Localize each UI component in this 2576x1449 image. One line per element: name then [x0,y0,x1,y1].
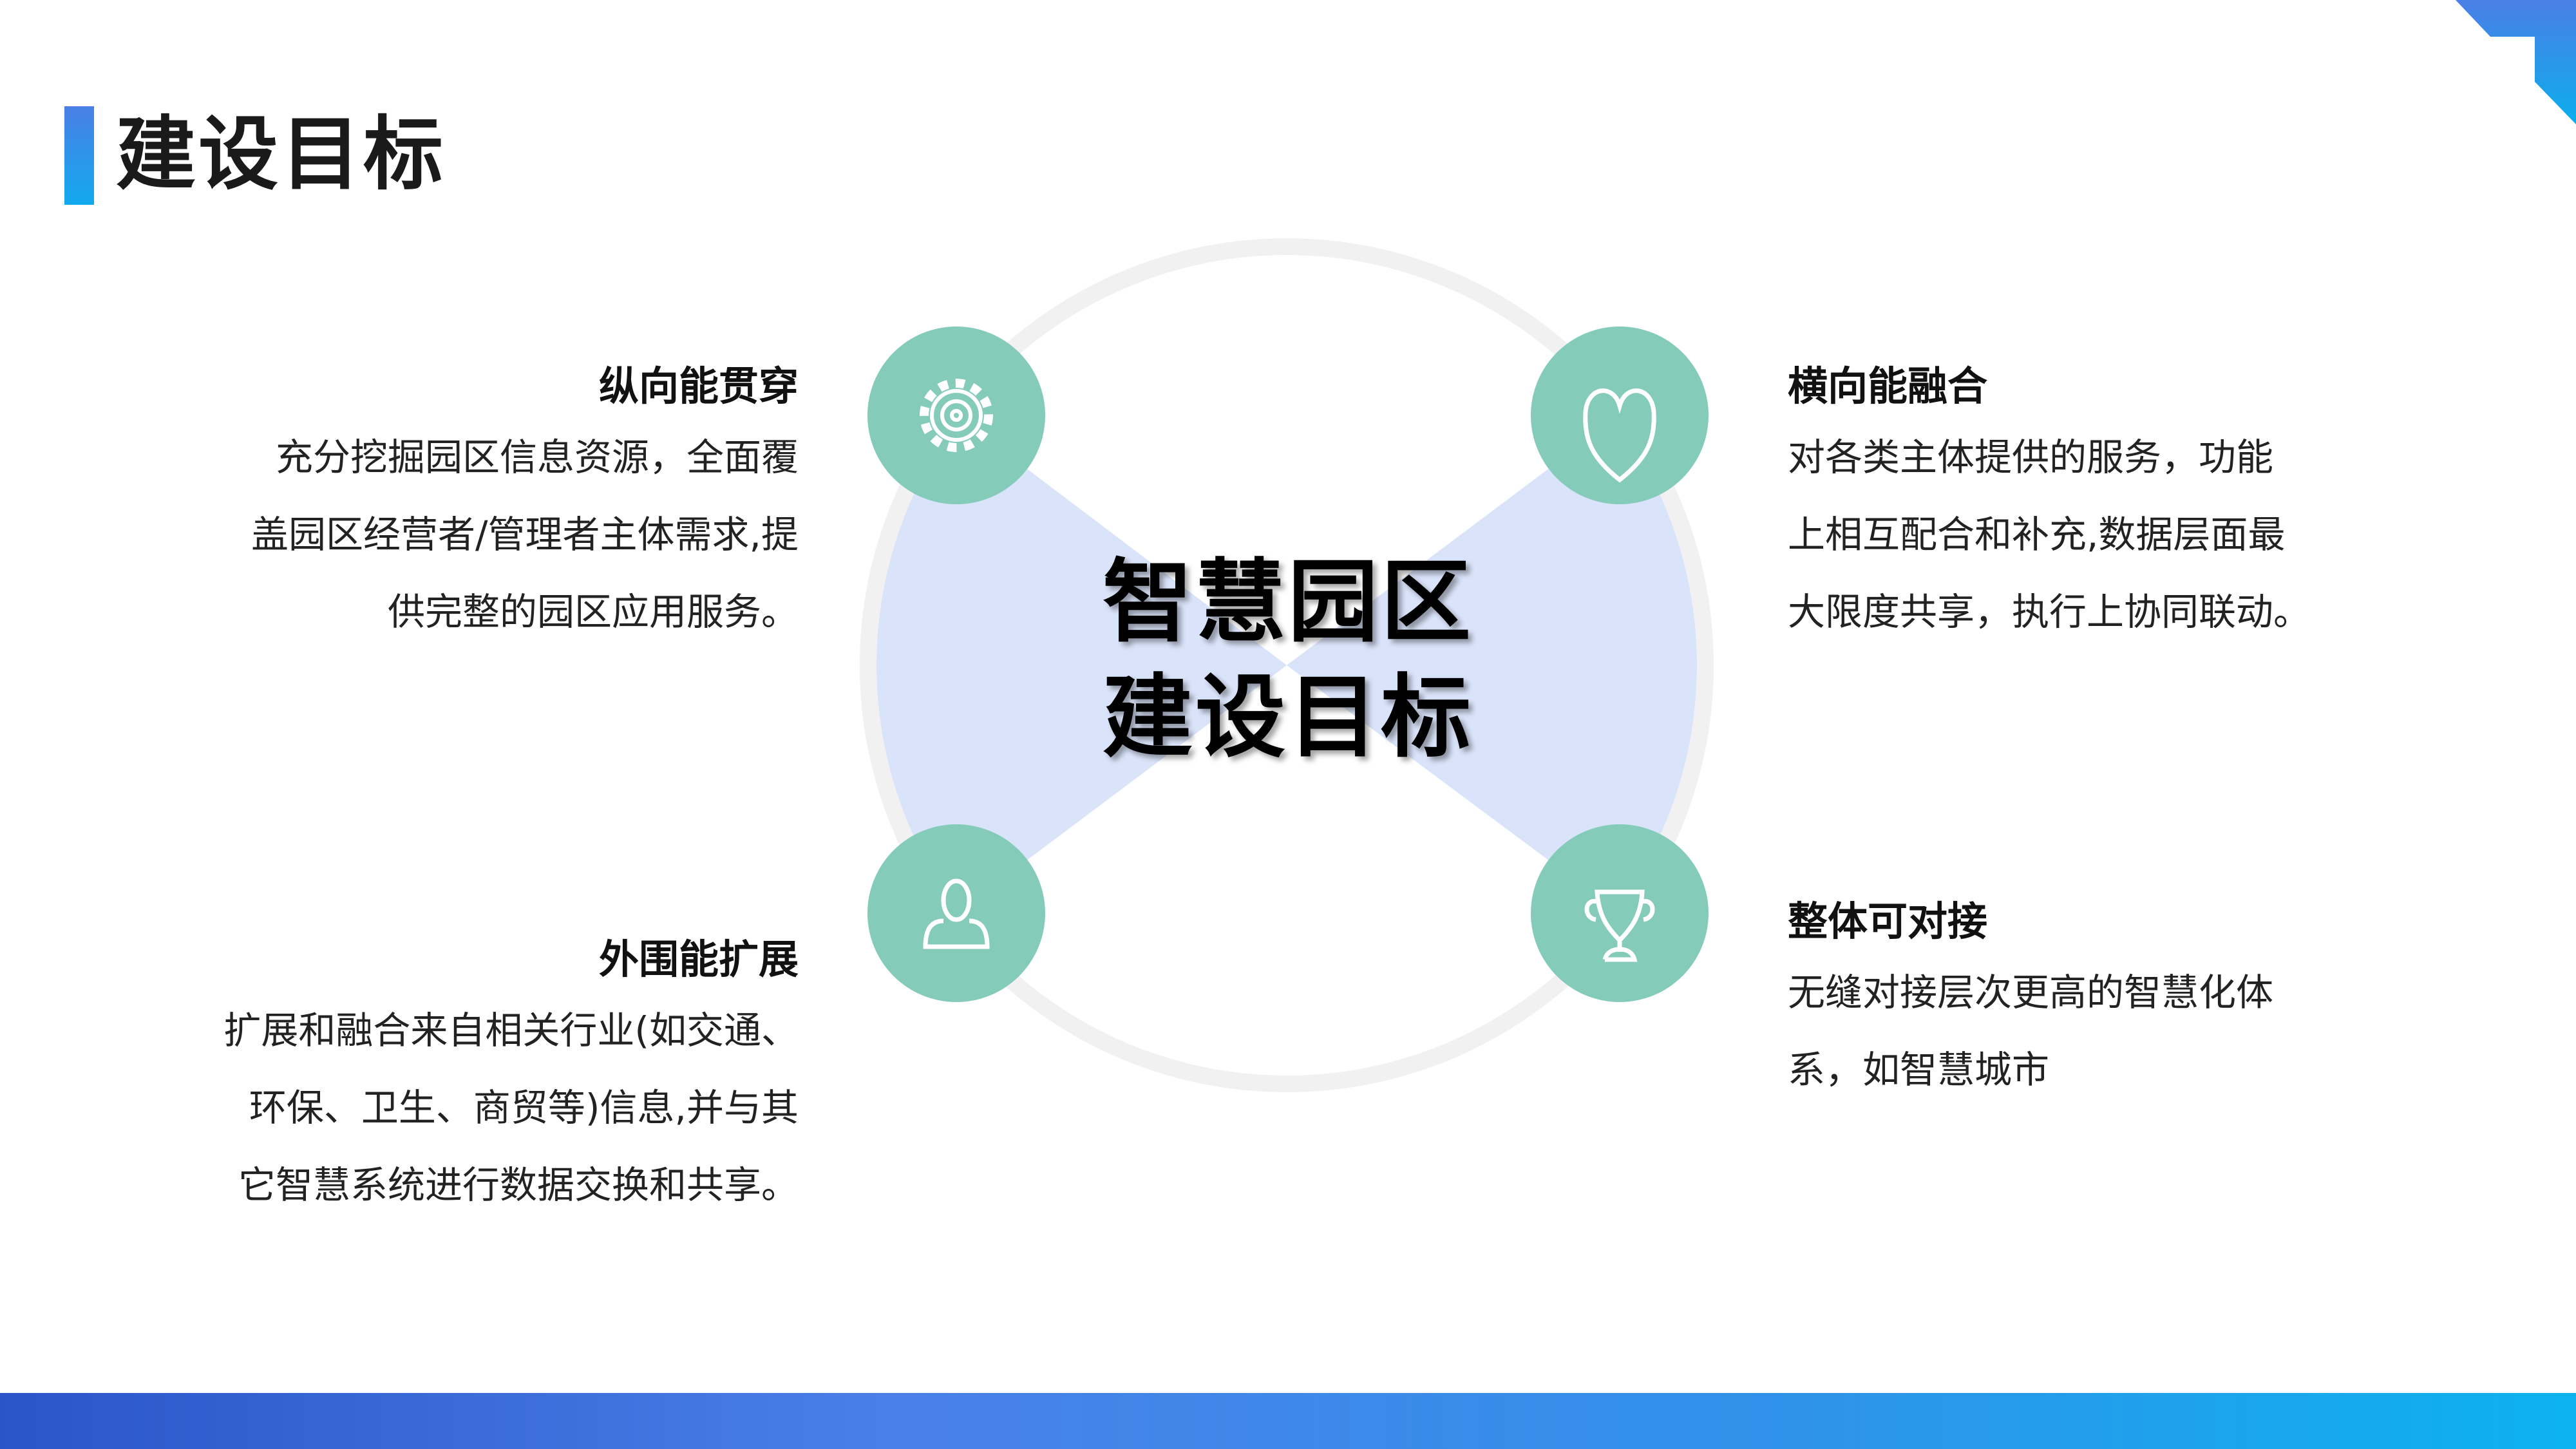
heart-icon [1583,388,1656,483]
goal-block-vertical: 纵向能贯穿 充分挖掘园区信息资源，全面覆 盖园区经营者/管理者主体需求,提 供完… [90,354,799,650]
goal-heading: 横向能融合 [1788,363,1988,410]
goal-text-line: 环保、卫生、商贸等)信息,并与其 [249,1086,799,1130]
node-circle [867,824,1045,1002]
goal-heading: 纵向能贯穿 [598,363,799,410]
goal-block-extension: 外围能扩展 扩展和融合来自相关行业(如交通、 环保、卫生、商贸等)信息,并与其 … [90,927,799,1224]
goal-text-line: 扩展和融合来自相关行业(如交通、 [223,1009,799,1052]
goal-text-line: 充分挖掘园区信息资源，全面覆 [275,435,799,479]
goal-text-line: 它智慧系统进行数据交换和共享。 [238,1163,799,1207]
goal-text-line: 上相互配合和补充,数据层面最 [1788,513,2286,556]
title-accent-bar [64,106,94,205]
trophy-icon [1584,889,1655,962]
node-circle [867,327,1045,504]
goal-block-horizontal: 横向能融合 对各类主体提供的服务，功能 上相互配合和补充,数据层面最 大限度共享… [1788,354,2496,650]
page-title: 建设目标 [116,108,446,201]
goal-heading: 整体可对接 [1788,898,1988,945]
goal-heading: 外围能扩展 [598,936,799,983]
gear-icon [920,379,993,452]
bottom-gradient-bar [0,1393,2576,1449]
goal-text-line: 无缝对接层次更高的智慧化体 [1788,971,2274,1014]
goal-block-integration: 整体可对接 无缝对接层次更高的智慧化体 系，如智慧城市 [1788,889,2496,1108]
user-icon [923,878,990,949]
node-circle [1531,824,1709,1002]
goal-text-line: 大限度共享，执行上协同联动。 [1788,590,2311,634]
corner-decoration [2456,0,2576,124]
node-circle [1531,327,1709,504]
outer-ring [860,238,1714,1092]
goal-text-line: 系，如智慧城市 [1788,1048,2050,1092]
center-title-line1: 智慧园区 [1102,550,1473,655]
goal-text-line: 供完整的园区应用服务。 [387,590,799,634]
goal-text-line: 盖园区经营者/管理者主体需求,提 [251,513,799,556]
center-title-line2: 建设目标 [1102,665,1473,770]
goal-text-line: 对各类主体提供的服务，功能 [1788,435,2274,479]
